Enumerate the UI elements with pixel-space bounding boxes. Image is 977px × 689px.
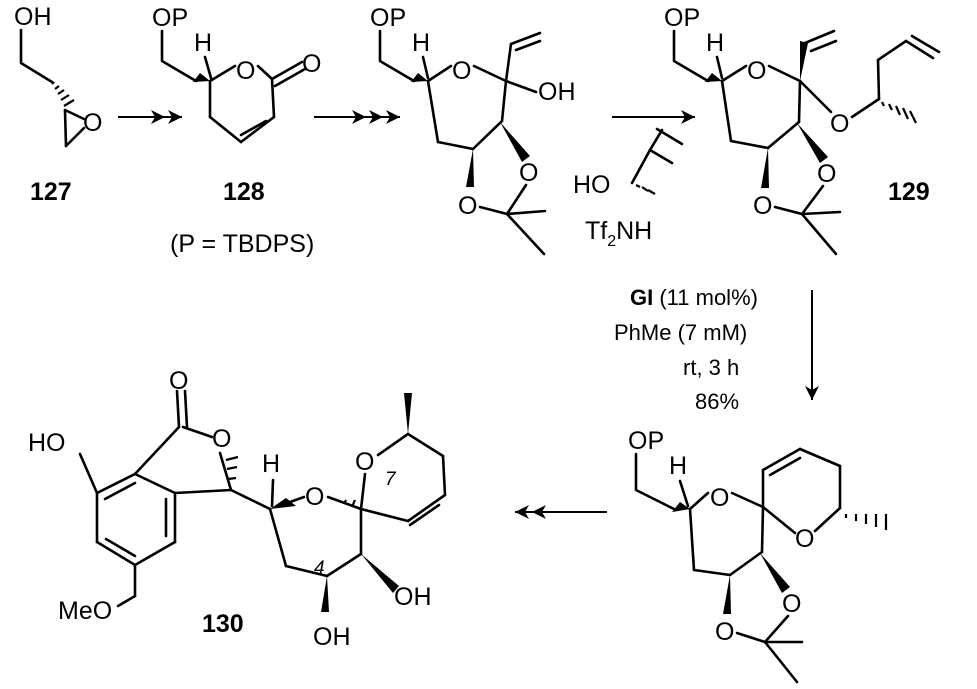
atom-ho: HO bbox=[28, 429, 66, 457]
atom-o2: O bbox=[753, 192, 772, 220]
condition-solvent: PhMe (7 mM) bbox=[614, 320, 747, 345]
atom-o-ether: O bbox=[830, 110, 849, 138]
atom-o-ring: O bbox=[305, 483, 324, 511]
atom-h: H bbox=[262, 450, 280, 478]
atom-op: OP bbox=[370, 4, 406, 32]
atom-o1: O bbox=[782, 590, 801, 618]
label-130: 130 bbox=[202, 610, 244, 638]
condition-catalyst: GI (11 mol%) bbox=[630, 285, 758, 310]
atom-meo: MeO bbox=[58, 597, 112, 625]
rcm-conditions: GI (11 mol%) PhMe (7 mM) rt, 3 h 86% bbox=[614, 285, 758, 414]
atom-o: O bbox=[83, 109, 102, 137]
compound-spiroketal: OP H O O O O bbox=[628, 427, 888, 684]
atom-h: H bbox=[706, 29, 724, 57]
atom-oh: OH bbox=[14, 3, 52, 31]
locant-7: 7 bbox=[385, 469, 397, 490]
atom-o7: O bbox=[355, 448, 374, 476]
atom-op: OP bbox=[664, 4, 700, 32]
atom-ho: HO bbox=[573, 171, 611, 199]
atom-o-carbonyl: O bbox=[302, 50, 321, 78]
protecting-group-note: (P = TBDPS) bbox=[170, 230, 314, 258]
atom-oh-bottom: OH bbox=[313, 623, 351, 651]
arrow-multistep-final bbox=[515, 505, 607, 519]
atom-o-carbonyl: O bbox=[169, 367, 188, 395]
label-128: 128 bbox=[223, 178, 265, 206]
atom-o-ring: O bbox=[452, 57, 471, 85]
atom-h: H bbox=[669, 452, 687, 480]
compound-128: OP H O O 128 (P = TBDPS) bbox=[152, 4, 321, 258]
condition-temp-time: rt, 3 h bbox=[683, 355, 739, 380]
compound-130: HO MeO O O H O 4 OH OH O bbox=[28, 367, 447, 651]
atom-o1: O bbox=[519, 159, 538, 187]
reagent-tf2nh: Tf2NH bbox=[585, 217, 652, 250]
arrow-rcm bbox=[805, 290, 819, 400]
atom-o-ring: O bbox=[747, 57, 766, 85]
atom-oh-right: OH bbox=[394, 583, 432, 611]
compound-lactol: OP H O OH O O bbox=[370, 4, 576, 256]
compound-127: OH O 127 bbox=[14, 3, 102, 206]
atom-o2: O bbox=[715, 618, 734, 646]
atom-op: OP bbox=[628, 427, 664, 455]
arrow-multistep-1 bbox=[118, 110, 182, 124]
atom-o-ring2: O bbox=[795, 525, 814, 553]
atom-h: H bbox=[412, 29, 430, 57]
atom-o2: O bbox=[458, 192, 477, 220]
atom-op: OP bbox=[152, 4, 188, 32]
atom-o1: O bbox=[817, 160, 836, 188]
reagent-allylic-alcohol: HO bbox=[573, 127, 684, 199]
label-127: 127 bbox=[30, 178, 72, 206]
compound-129: OP H O O O O 129 bbox=[664, 4, 941, 256]
atom-o-ring: O bbox=[710, 484, 729, 512]
atom-o-lactone: O bbox=[212, 425, 231, 453]
locant-4: 4 bbox=[314, 558, 325, 579]
arrow-multistep-2 bbox=[314, 110, 400, 124]
condition-yield: 86% bbox=[695, 389, 739, 414]
atom-oh: OH bbox=[538, 78, 576, 106]
arrow-step-3 bbox=[612, 110, 695, 124]
atom-h: H bbox=[194, 29, 212, 57]
label-129: 129 bbox=[888, 178, 930, 206]
atom-o-ring: O bbox=[236, 57, 255, 85]
